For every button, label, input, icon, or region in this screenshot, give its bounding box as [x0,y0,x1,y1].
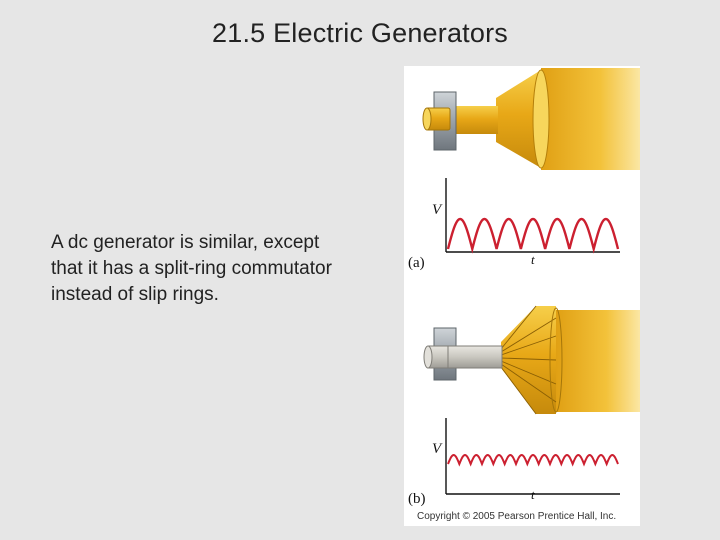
armature-b [500,305,640,415]
slide-body-text: A dc generator is similar, except that i… [51,232,332,305]
armature-a [444,68,640,170]
graph-b-axes [445,418,620,495]
panel-a-label: (a) [408,255,425,271]
graph-b-x-label: t [531,487,535,502]
slide-title: 21.5 Electric Generators [212,18,508,48]
graph-b-y-label: V [432,441,442,457]
waveform-b [447,453,619,467]
graph-a-y-label: V [432,202,442,218]
waveform-a [446,217,620,254]
generator-diagram [422,68,640,495]
graph-a-axes [445,178,620,253]
panel-b-label: (b) [408,491,426,507]
generator-figure: V t (a) V t (b) Copyright © 2005 Pearson… [404,66,640,526]
copyright-notice: Copyright © 2005 Pearson Prentice Hall, … [417,511,617,522]
slip-ring-brush-a [422,91,457,151]
graph-a-x-label: t [531,252,535,267]
split-ring-commutator-b [423,327,503,381]
